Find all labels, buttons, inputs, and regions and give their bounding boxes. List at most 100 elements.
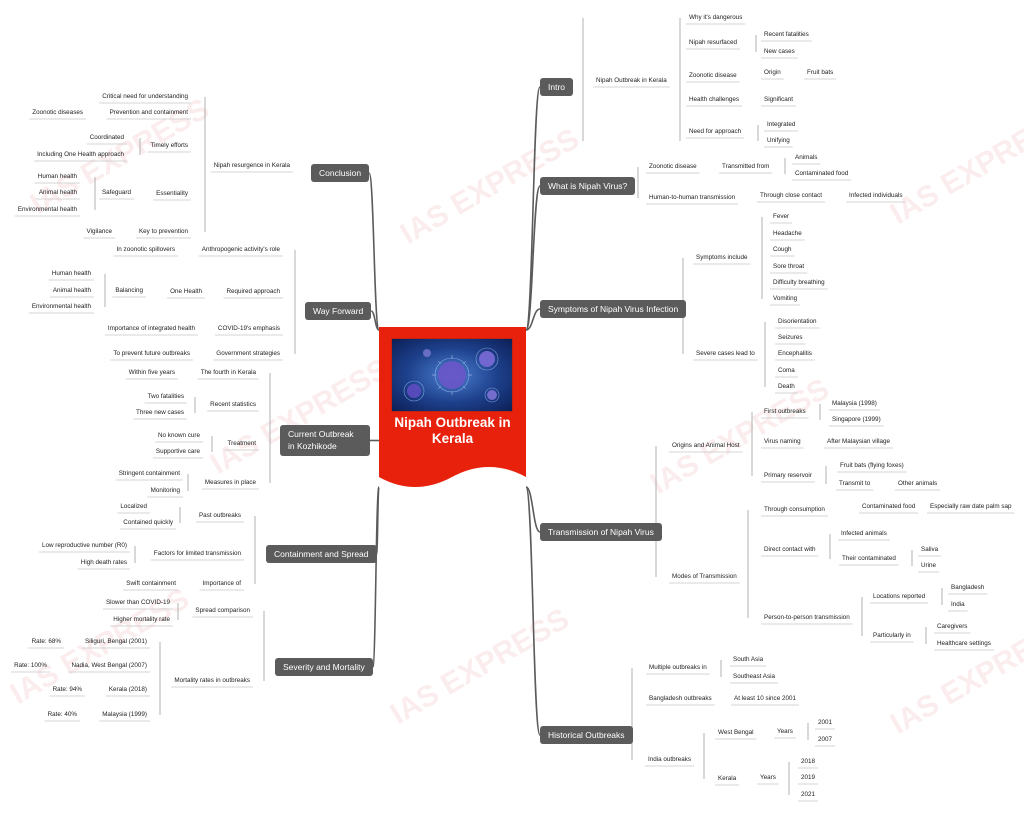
- node-label: Unifying: [767, 137, 790, 144]
- node-label: Low reproductive number (R0): [41, 542, 127, 549]
- node-label: Rate: 68%: [31, 638, 61, 645]
- node-label: Locations reported: [873, 593, 926, 600]
- node-label: Mortality rates in outbreaks: [174, 677, 250, 684]
- node-label: Kerala (2018): [108, 686, 147, 693]
- node-label: Origin: [764, 69, 781, 76]
- node-label: High death rates: [80, 559, 127, 566]
- branch-6[interactable]: Way Forward: [305, 302, 372, 320]
- node-label: Rate: 100%: [14, 662, 47, 669]
- node-label: Two fatalities: [147, 393, 184, 400]
- node-label: Vigilance: [86, 228, 112, 235]
- node-label: Contaminated food: [862, 503, 916, 510]
- node-label: Direct contact with: [764, 546, 816, 553]
- node-label: Severe cases lead to: [696, 350, 755, 357]
- node-label: Human health: [51, 270, 91, 277]
- branch-2[interactable]: Symptoms of Nipah Virus Infection: [540, 300, 687, 318]
- node-label: Healthcare settings: [937, 640, 991, 647]
- branch-connector: [371, 486, 380, 668]
- node-label: Their contaminated: [842, 555, 896, 562]
- node-label: Zoonotic disease: [649, 163, 697, 170]
- central-title-line-1: Nipah Outbreak in: [394, 415, 511, 430]
- node-label: Vomiting: [773, 295, 798, 302]
- branch-5[interactable]: Conclusion: [311, 164, 370, 182]
- node-label: Coma: [778, 367, 795, 374]
- node-label: Difficulty breathing: [773, 279, 825, 286]
- branch-4[interactable]: Historical Outbreaks: [540, 726, 633, 744]
- node-label: Supportive care: [155, 448, 200, 455]
- branch-connector: [525, 185, 541, 331]
- node-label: Caregivers: [937, 623, 968, 630]
- node-label: Seizures: [778, 334, 803, 341]
- node-label: Factors for limited transmission: [153, 550, 241, 557]
- node-label: Within five years: [128, 369, 175, 376]
- node-label: Years: [777, 728, 793, 735]
- branch-connector: [525, 86, 541, 331]
- node-label: Multiple outbreaks in: [649, 664, 707, 671]
- node-label: 2018: [801, 758, 816, 765]
- node-label: 2021: [801, 791, 816, 798]
- node-label: Singapore (1999): [832, 416, 881, 423]
- node-label: Fever: [773, 213, 790, 220]
- branch-8[interactable]: Containment and Spread: [266, 545, 377, 563]
- node-label: 2007: [818, 736, 833, 743]
- node-label: Balancing: [115, 287, 143, 294]
- node-label: Key to prevention: [138, 228, 188, 235]
- node-label: Person-to-person transmission: [764, 614, 850, 621]
- branch-connector: [370, 310, 380, 331]
- node-label: At least 10 since 2001: [734, 695, 796, 702]
- node-label: Human-to-human transmission: [649, 194, 736, 201]
- branch-connector: [525, 308, 541, 331]
- node-label: Required approach: [226, 288, 280, 295]
- node-label: Including One Health approach: [37, 151, 124, 158]
- node-label: Monitoring: [150, 487, 180, 494]
- node-label: One Health: [170, 288, 202, 295]
- node-label: Measures in place: [204, 479, 256, 486]
- node-label: Health challenges: [689, 96, 740, 103]
- node-label: Integrated: [767, 121, 796, 128]
- branch-0[interactable]: Intro: [540, 78, 574, 96]
- node-label: Government strategies: [216, 350, 280, 357]
- node-label: To prevent future outbreaks: [113, 350, 190, 357]
- node-label: Saliva: [921, 546, 939, 553]
- branch-3[interactable]: Transmission of Nipah Virus: [540, 523, 662, 541]
- node-label: Urine: [921, 562, 937, 569]
- node-label: Siliguri, Bengal (2001): [85, 638, 147, 645]
- node-label: Human health: [37, 173, 77, 180]
- branch-1[interactable]: What is Nipah Virus?: [540, 177, 636, 195]
- node-label: Environmental health: [17, 206, 77, 213]
- node-label: Particularly in: [873, 632, 911, 639]
- node-label: Importance of integrated health: [107, 325, 195, 332]
- node-label: Contaminated food: [795, 170, 849, 177]
- node-label: Virus naming: [764, 438, 801, 445]
- node-label: Essentiality: [156, 190, 188, 197]
- node-label: Rate: 40%: [47, 711, 77, 718]
- branch-7[interactable]: Current Outbreak in Kozhikode: [280, 425, 370, 456]
- node-label: Primary reservoir: [764, 472, 812, 479]
- node-label: Malaysia (1999): [102, 711, 147, 718]
- node-label: In zoonotic spillovers: [116, 246, 175, 253]
- node-label: India: [951, 601, 965, 608]
- central-topic-title: Nipah Outbreak in Kerala: [383, 415, 522, 447]
- branch-9[interactable]: Severity and Mortality: [275, 658, 373, 676]
- virus-image: [391, 338, 513, 412]
- node-label: 2019: [801, 774, 816, 781]
- node-label: Localized: [120, 503, 147, 510]
- node-label: No known cure: [158, 432, 200, 439]
- node-label: Nadia, West Bengal (2007): [71, 662, 148, 669]
- node-label: Bangladesh: [951, 584, 985, 591]
- node-label: Rate: 94%: [52, 686, 82, 693]
- node-label: Infected individuals: [849, 192, 903, 199]
- node-label: Modes of Transmission: [672, 573, 737, 580]
- node-label: Especially raw date palm sap: [930, 503, 1012, 510]
- node-label: Symptoms include: [696, 254, 748, 261]
- node-label: Origins and Animal Host: [672, 442, 740, 449]
- node-label: Recent fatalities: [764, 31, 809, 38]
- node-label: Slower than COVID-19: [105, 599, 170, 606]
- node-label: Significant: [764, 96, 794, 103]
- node-label: Timely efforts: [150, 142, 188, 149]
- node-label: Why it's dangerous: [689, 14, 743, 21]
- node-label: Animals: [795, 154, 818, 161]
- node-label: Infected animals: [841, 530, 887, 537]
- node-label: Fruit bats (flying foxes): [840, 462, 904, 469]
